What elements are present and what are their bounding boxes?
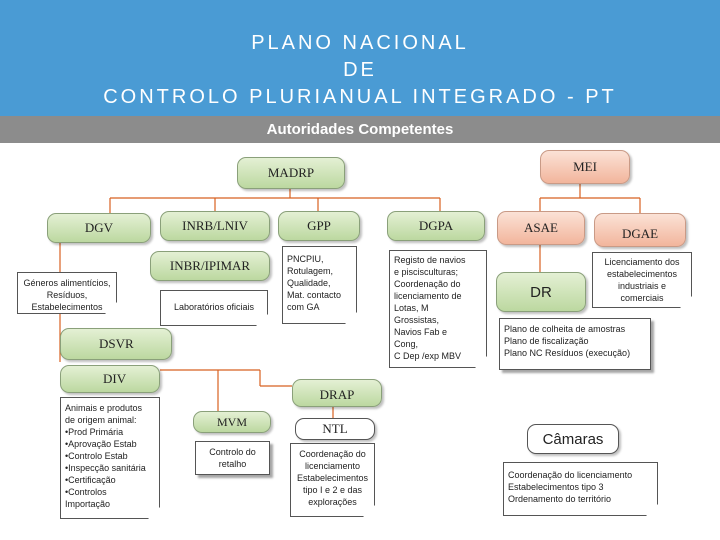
note-gpp-line: Qualidade, — [287, 278, 331, 288]
node-dr-label: DR — [530, 283, 552, 301]
note-ntl-line: tipo I e 2 e das — [302, 485, 363, 495]
note-ntl-line: explorações — [308, 497, 357, 507]
note-dgv-line: Resíduos, — [46, 290, 88, 300]
note-mvm-line: retalho — [218, 459, 247, 469]
note-ntl-line: licenciamento — [304, 461, 361, 471]
section-band-label: Autoridades Competentes — [266, 121, 454, 138]
note-ntl: Coordenação do licenciamento Estabelecim… — [290, 443, 375, 517]
note-dgpa-line: Cong, — [394, 339, 419, 349]
node-asae-label: ASAE — [524, 220, 558, 235]
note-div-line: •Controlos — [65, 487, 107, 497]
note-dgpa-line: e piscisculturas; — [394, 267, 459, 277]
note-dgpa-line: Navios Fab e — [394, 327, 448, 337]
node-madrp-label: MADRP — [267, 165, 315, 180]
note-div-line: •Prod Primária — [65, 427, 124, 437]
header-banner — [0, 0, 720, 120]
node-dsvr-label: DSVR — [99, 336, 134, 351]
note-camaras: Coordenação do licenciamento Estabelecim… — [503, 462, 658, 516]
title-line-1: PLANO NACIONAL — [251, 32, 469, 54]
note-dr-line: Plano de colheita de amostras — [504, 324, 626, 334]
node-drap-label: DRAP — [319, 387, 355, 402]
title-line-3: CONTROLO PLURIANUAL INTEGRADO - PT — [103, 86, 617, 108]
node-ntl: NTL — [295, 418, 375, 440]
note-div-line: Animais e produtos — [65, 403, 143, 413]
note-inbr-line: Laboratórios oficiais — [173, 302, 255, 312]
node-inrb-lniv-label: INRB/LNIV — [182, 218, 248, 233]
note-dgae-line: comerciais — [620, 293, 664, 303]
node-dgv-label: DGV — [84, 220, 114, 235]
note-gpp-line: com GA — [287, 302, 320, 312]
note-div: Animais e produtos de origem animal: •Pr… — [60, 397, 160, 519]
node-drap: DRAP — [292, 379, 382, 407]
note-dgv: Géneros alimentícios, Resíduos, Estabele… — [17, 272, 117, 314]
node-dsvr: DSVR — [60, 328, 172, 360]
node-gpp-label: GPP — [307, 218, 331, 233]
node-dgpa-label: DGPA — [418, 218, 454, 233]
note-camaras-line: Coordenação do licenciamento — [508, 470, 633, 480]
note-dgpa-line: Coordenação do — [394, 279, 461, 289]
note-dgv-line: Géneros alimentícios, — [23, 278, 111, 288]
title-line-2: DE — [343, 59, 377, 81]
note-div-line: •Certificação — [65, 475, 116, 485]
node-camaras-label: Câmaras — [542, 430, 604, 448]
node-dr: DR — [496, 272, 586, 312]
note-dgpa-line: Grossistas, — [394, 315, 440, 325]
node-inrb-lniv: INRB/LNIV — [160, 211, 270, 241]
note-dgae-line: Licenciamento dos — [604, 257, 680, 267]
node-asae: ASAE — [497, 211, 585, 245]
note-camaras-line: Estabelecimentos tipo 3 — [508, 482, 604, 492]
note-dgv-line: Estabelecimentos — [31, 302, 103, 312]
note-mvm-line: Controlo do — [209, 447, 256, 457]
note-gpp-line: Rotulagem, — [287, 266, 334, 276]
node-div-label: DIV — [103, 371, 127, 386]
note-gpp: PNCPIU, Rotulagem, Qualidade, Mat. conta… — [282, 246, 357, 324]
section-band: Autoridades Competentes — [0, 116, 720, 143]
node-dgae: DGAE — [594, 213, 686, 247]
note-camaras-line: Ordenamento do território — [508, 494, 612, 504]
note-div-line: •Inspecção sanitária — [65, 463, 146, 473]
node-mvm-label: MVM — [216, 414, 247, 429]
note-dgpa-line: licenciamento de — [394, 291, 462, 301]
note-dgae: Licenciamento dos estabelecimentos indus… — [592, 252, 692, 308]
node-div: DIV — [60, 365, 160, 393]
note-dr-line: Plano de fiscalização — [504, 336, 589, 346]
node-ntl-label: NTL — [322, 421, 348, 436]
node-dgpa: DGPA — [387, 211, 485, 241]
note-dgpa: Registo de navios e piscisculturas; Coor… — [389, 250, 487, 368]
node-dgae-label: DGAE — [621, 226, 659, 241]
node-mei: MEI — [540, 150, 630, 184]
note-div-line: •Aprovação Estab — [65, 439, 137, 449]
note-inbr: Laboratórios oficiais — [160, 290, 268, 326]
note-div-line: de origem animal: — [65, 415, 137, 425]
note-dgpa-line: C Dep /exp MBV — [394, 351, 462, 361]
note-dgpa-line: Lotas, M — [394, 303, 429, 313]
node-inbr-ipimar-label: INBR/IPIMAR — [169, 258, 251, 273]
node-inbr-ipimar: INBR/IPIMAR — [150, 251, 270, 281]
node-mei-label: MEI — [573, 159, 597, 174]
node-camaras: Câmaras — [527, 424, 619, 454]
node-gpp: GPP — [278, 211, 360, 241]
note-dgae-line: estabelecimentos — [606, 269, 678, 279]
node-madrp: MADRP — [237, 157, 345, 189]
note-mvm: Controlo do retalho — [195, 441, 270, 475]
page-title: PLANO NACIONAL DE CONTROLO PLURIANUAL IN… — [0, 30, 720, 111]
node-mvm: MVM — [193, 411, 271, 433]
note-div-line: •Controlo Estab — [65, 451, 128, 461]
node-dgv: DGV — [47, 213, 151, 243]
note-dgpa-line: Registo de navios — [394, 255, 466, 265]
note-dr-line: Plano NC Resíduos (execução) — [504, 348, 631, 358]
note-dr: Plano de colheita de amostras Plano de f… — [499, 318, 651, 370]
note-gpp-line: PNCPIU, — [287, 254, 324, 264]
note-ntl-line: Estabelecimentos — [296, 473, 369, 483]
note-gpp-line: Mat. contacto — [287, 290, 342, 300]
note-ntl-line: Coordenação do — [299, 449, 366, 459]
note-dgae-line: industriais e — [617, 281, 667, 291]
note-div-line: Importação — [65, 499, 111, 509]
